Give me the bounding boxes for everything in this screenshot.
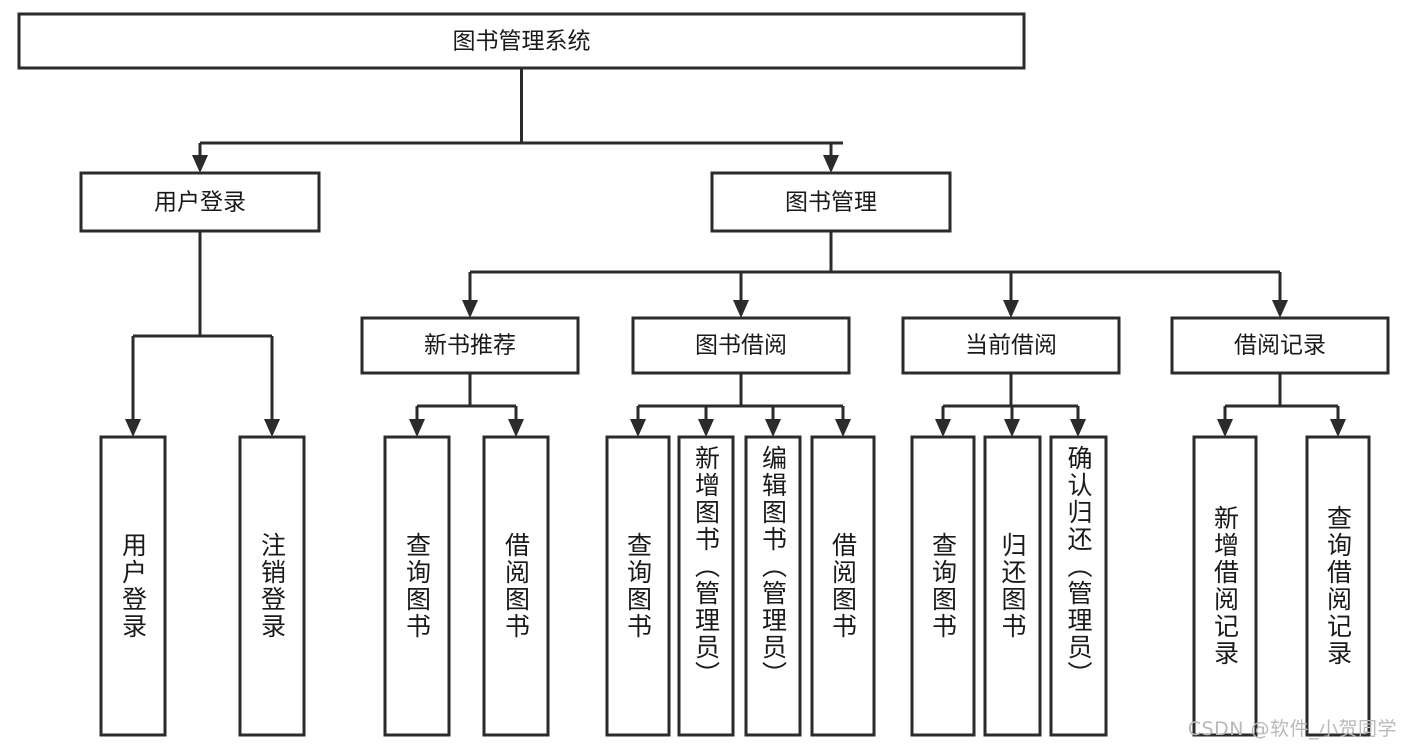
leaf-box-user-login[interactable] <box>99 435 167 737</box>
node-root[interactable]: 图书管理系统 <box>17 12 1026 70</box>
leaf-box-cb-query-book[interactable] <box>910 435 976 737</box>
arrowhead-bb-borrow-book <box>835 419 851 437</box>
arrowhead-new-book-rec <box>462 300 478 318</box>
arrowhead-cb-return-book <box>1004 419 1020 437</box>
node-root-label: 图书管理系统 <box>453 29 591 55</box>
connector-group-current-borrow <box>935 373 1086 437</box>
arrowhead-book-mgmt <box>823 155 839 173</box>
connector-group-book-mgmt <box>462 231 1288 318</box>
node-new-book-rec-label: 新书推荐 <box>424 333 516 359</box>
connector-group-borrow-record <box>1217 373 1346 437</box>
node-new-book-rec[interactable]: 新书推荐 <box>360 316 580 375</box>
node-borrow-record-box[interactable] <box>1170 316 1390 375</box>
leaf-box-logout[interactable] <box>238 435 306 737</box>
arrowhead-nbr-borrow-book <box>508 419 524 437</box>
leaf-box-nbr-borrow-book[interactable] <box>482 435 550 737</box>
arrowhead-cb-confirm-return <box>1070 419 1086 437</box>
arrowhead-bb-edit-book <box>765 419 781 437</box>
connector-group-user-login <box>125 231 280 437</box>
node-current-borrow-label: 当前借阅 <box>965 333 1057 359</box>
node-book-mgmt[interactable]: 图书管理 <box>710 171 952 233</box>
node-book-borrow-label: 图书借阅 <box>695 333 787 359</box>
connector-group-root <box>192 68 843 173</box>
node-current-borrow[interactable]: 当前借阅 <box>901 316 1121 375</box>
node-book-borrow-box[interactable] <box>631 316 851 375</box>
leaf-box-bb-edit-book[interactable] <box>744 435 802 737</box>
leaf-box-bb-query-book[interactable] <box>605 435 671 737</box>
leaf-box-bb-add-book[interactable] <box>677 435 735 737</box>
node-user-login-box[interactable] <box>79 171 321 233</box>
node-book-mgmt-label: 图书管理 <box>785 190 877 216</box>
arrowhead-br-add-record <box>1217 419 1233 437</box>
leaf-boxes-group <box>99 435 1371 737</box>
leaf-box-cb-confirm-return[interactable] <box>1049 435 1108 737</box>
node-borrow-record-label: 借阅记录 <box>1234 333 1326 359</box>
arrowhead-bb-add-book <box>698 419 714 437</box>
arrowhead-borrow-record <box>1272 300 1288 318</box>
arrowhead-leaf-logout <box>264 419 280 437</box>
arrowhead-leaf-user-login <box>125 419 141 437</box>
arrowhead-br-query-record <box>1330 419 1346 437</box>
leaf-box-bb-borrow-book[interactable] <box>810 435 876 737</box>
node-book-mgmt-box[interactable] <box>710 171 952 233</box>
connector-group-book-borrow <box>630 373 851 437</box>
node-user-login[interactable]: 用户登录 <box>79 171 321 233</box>
node-borrow-record[interactable]: 借阅记录 <box>1170 316 1390 375</box>
watermark-csdn: CSDN @软件_小贺同学 <box>1187 718 1397 740</box>
node-current-borrow-box[interactable] <box>901 316 1121 375</box>
leaf-box-br-add-record[interactable] <box>1192 435 1258 737</box>
arrowhead-current-borrow <box>1003 300 1019 318</box>
connector-group-new-book-rec <box>409 373 524 437</box>
node-user-login-label: 用户登录 <box>154 190 246 216</box>
arrowhead-nbr-query-book <box>409 419 425 437</box>
arrowhead-bb-query-book <box>630 419 646 437</box>
arrowhead-user-login <box>192 155 208 173</box>
node-book-borrow[interactable]: 图书借阅 <box>631 316 851 375</box>
node-root-box[interactable] <box>17 12 1026 70</box>
leaf-box-nbr-query-book[interactable] <box>383 435 451 737</box>
arrowhead-cb-query-book <box>935 419 951 437</box>
leaf-box-cb-return-book[interactable] <box>983 435 1042 737</box>
arrowhead-book-borrow <box>733 300 749 318</box>
node-new-book-rec-box[interactable] <box>360 316 580 375</box>
leaf-box-br-query-record[interactable] <box>1305 435 1371 737</box>
